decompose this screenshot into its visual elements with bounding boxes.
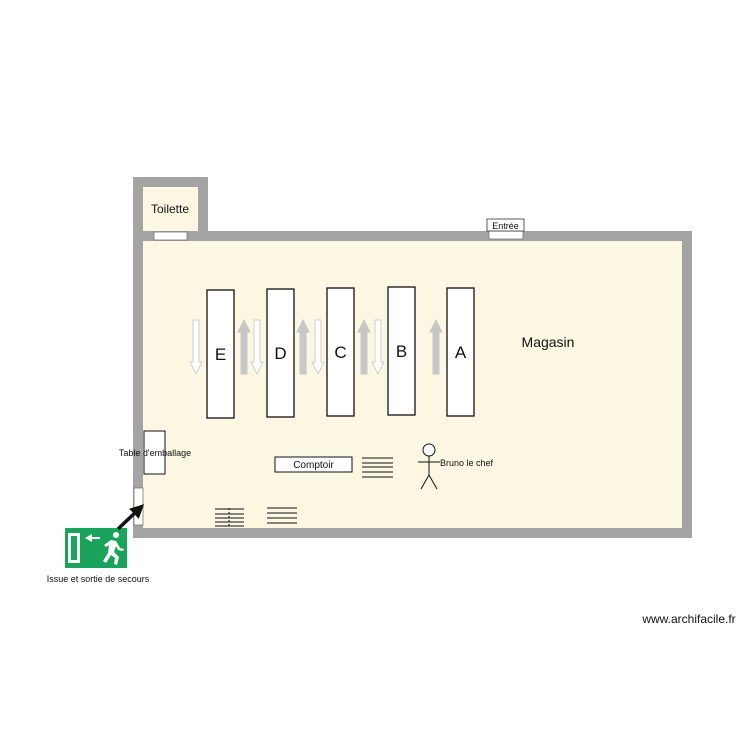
packing-table-label: Table d'emballage	[119, 448, 191, 458]
flow-arrow-down	[189, 319, 203, 376]
emergency-exit-label: Issue et sortie de secours	[47, 574, 150, 584]
rack-b: B	[387, 286, 416, 416]
toilet-floor	[143, 187, 198, 233]
entrance-label: Entrée	[492, 221, 519, 231]
svg-text:C: C	[334, 343, 346, 362]
toilet-label: Toilette	[151, 202, 189, 216]
rack-d: D	[266, 288, 295, 418]
shelf-bottom-middle	[267, 507, 297, 524]
person-label: Bruno le chef	[440, 458, 494, 468]
flow-arrow-down	[250, 319, 264, 376]
svg-text:B: B	[396, 342, 407, 361]
watermark: www.archifacile.fr	[641, 612, 735, 626]
packing-table[interactable]	[143, 430, 166, 475]
flow-arrow-up	[429, 318, 443, 375]
entrance-label-box	[486, 218, 525, 232]
entrance-door[interactable]	[488, 230, 524, 240]
rack-e: E	[206, 289, 235, 419]
counter[interactable]	[274, 456, 353, 473]
flow-arrow-down	[311, 319, 325, 376]
flow-arrow-up	[237, 318, 251, 375]
flow-arrow-down	[371, 319, 385, 376]
rack-a: A	[446, 287, 475, 417]
flow-arrow-up	[296, 318, 310, 375]
emergency-exit-sign	[65, 528, 127, 568]
exit-arrow	[116, 504, 145, 531]
svg-text:D: D	[274, 344, 286, 363]
svg-text:A: A	[455, 343, 467, 362]
shelf-bottom-left	[215, 508, 244, 527]
store-label: Magasin	[522, 334, 575, 350]
exit-door[interactable]	[133, 487, 144, 526]
svg-text:E: E	[215, 345, 226, 364]
person-icon	[418, 443, 440, 490]
flow-arrow-up	[357, 318, 371, 375]
counter-label: Comptoir	[293, 460, 334, 471]
rack-c: C	[326, 287, 355, 417]
flow-arrows	[189, 318, 443, 376]
shelf-near-counter	[362, 457, 393, 478]
